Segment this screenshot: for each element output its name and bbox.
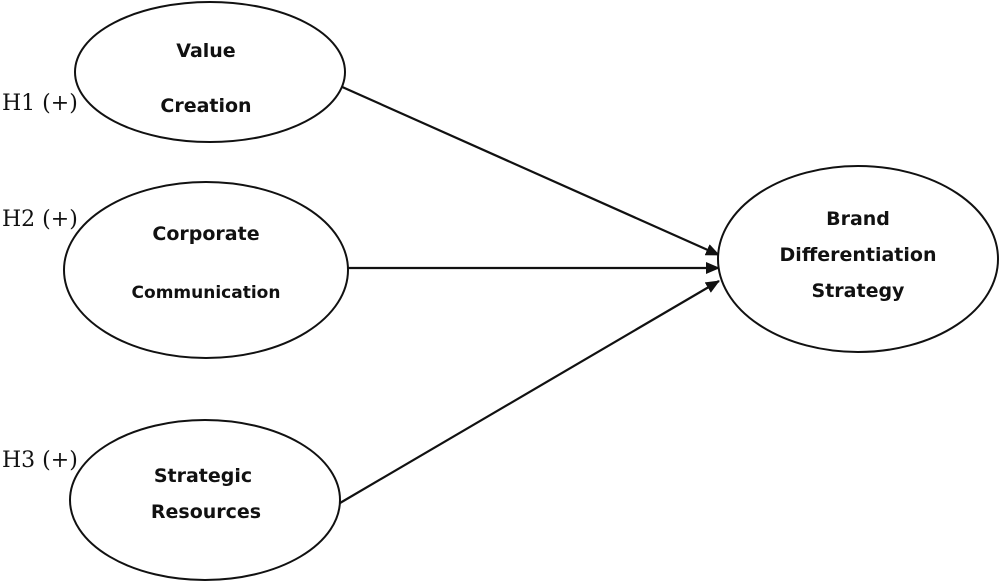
node-brand-differentiation-strategy: Brand Differentiation Strategy bbox=[717, 165, 999, 353]
hypothesis-label-h1: H1 (+) bbox=[2, 91, 78, 116]
node-value-creation: Value Creation bbox=[74, 1, 346, 143]
node-value-creation-line-1: Value bbox=[176, 40, 235, 62]
node-value-creation-line-2: Creation bbox=[160, 95, 251, 117]
node-corporate-communication-line-1: Corporate bbox=[152, 223, 259, 245]
node-strategic-resources-line-2: Resources bbox=[151, 501, 261, 523]
node-brand-differentiation-strategy-line-3: Strategy bbox=[812, 280, 906, 302]
hypothesis-label-h2: H2 (+) bbox=[2, 207, 78, 232]
node-corporate-communication-ellipse bbox=[63, 181, 349, 359]
arrows bbox=[339, 84, 720, 504]
node-strategic-resources: Strategic Resources bbox=[69, 419, 341, 581]
hypothesis-label-h3: H3 (+) bbox=[2, 448, 78, 473]
node-strategic-resources-ellipse bbox=[69, 419, 341, 581]
node-corporate-communication: Corporate Communication bbox=[63, 181, 349, 359]
arrow-value-creation-to-brand bbox=[339, 84, 720, 257]
node-brand-differentiation-strategy-line-2: Differentiation bbox=[780, 244, 937, 266]
node-brand-differentiation-strategy-ellipse bbox=[717, 165, 999, 353]
node-strategic-resources-line-1: Strategic bbox=[154, 465, 252, 487]
hypothesis-labels: H1 (+) H2 (+) H3 (+) bbox=[2, 91, 78, 473]
node-corporate-communication-line-2: Communication bbox=[132, 283, 281, 303]
node-brand-differentiation-strategy-line-1: Brand bbox=[826, 208, 890, 230]
node-value-creation-ellipse bbox=[74, 1, 346, 143]
arrow-strategic-resources-to-brand bbox=[339, 280, 720, 504]
